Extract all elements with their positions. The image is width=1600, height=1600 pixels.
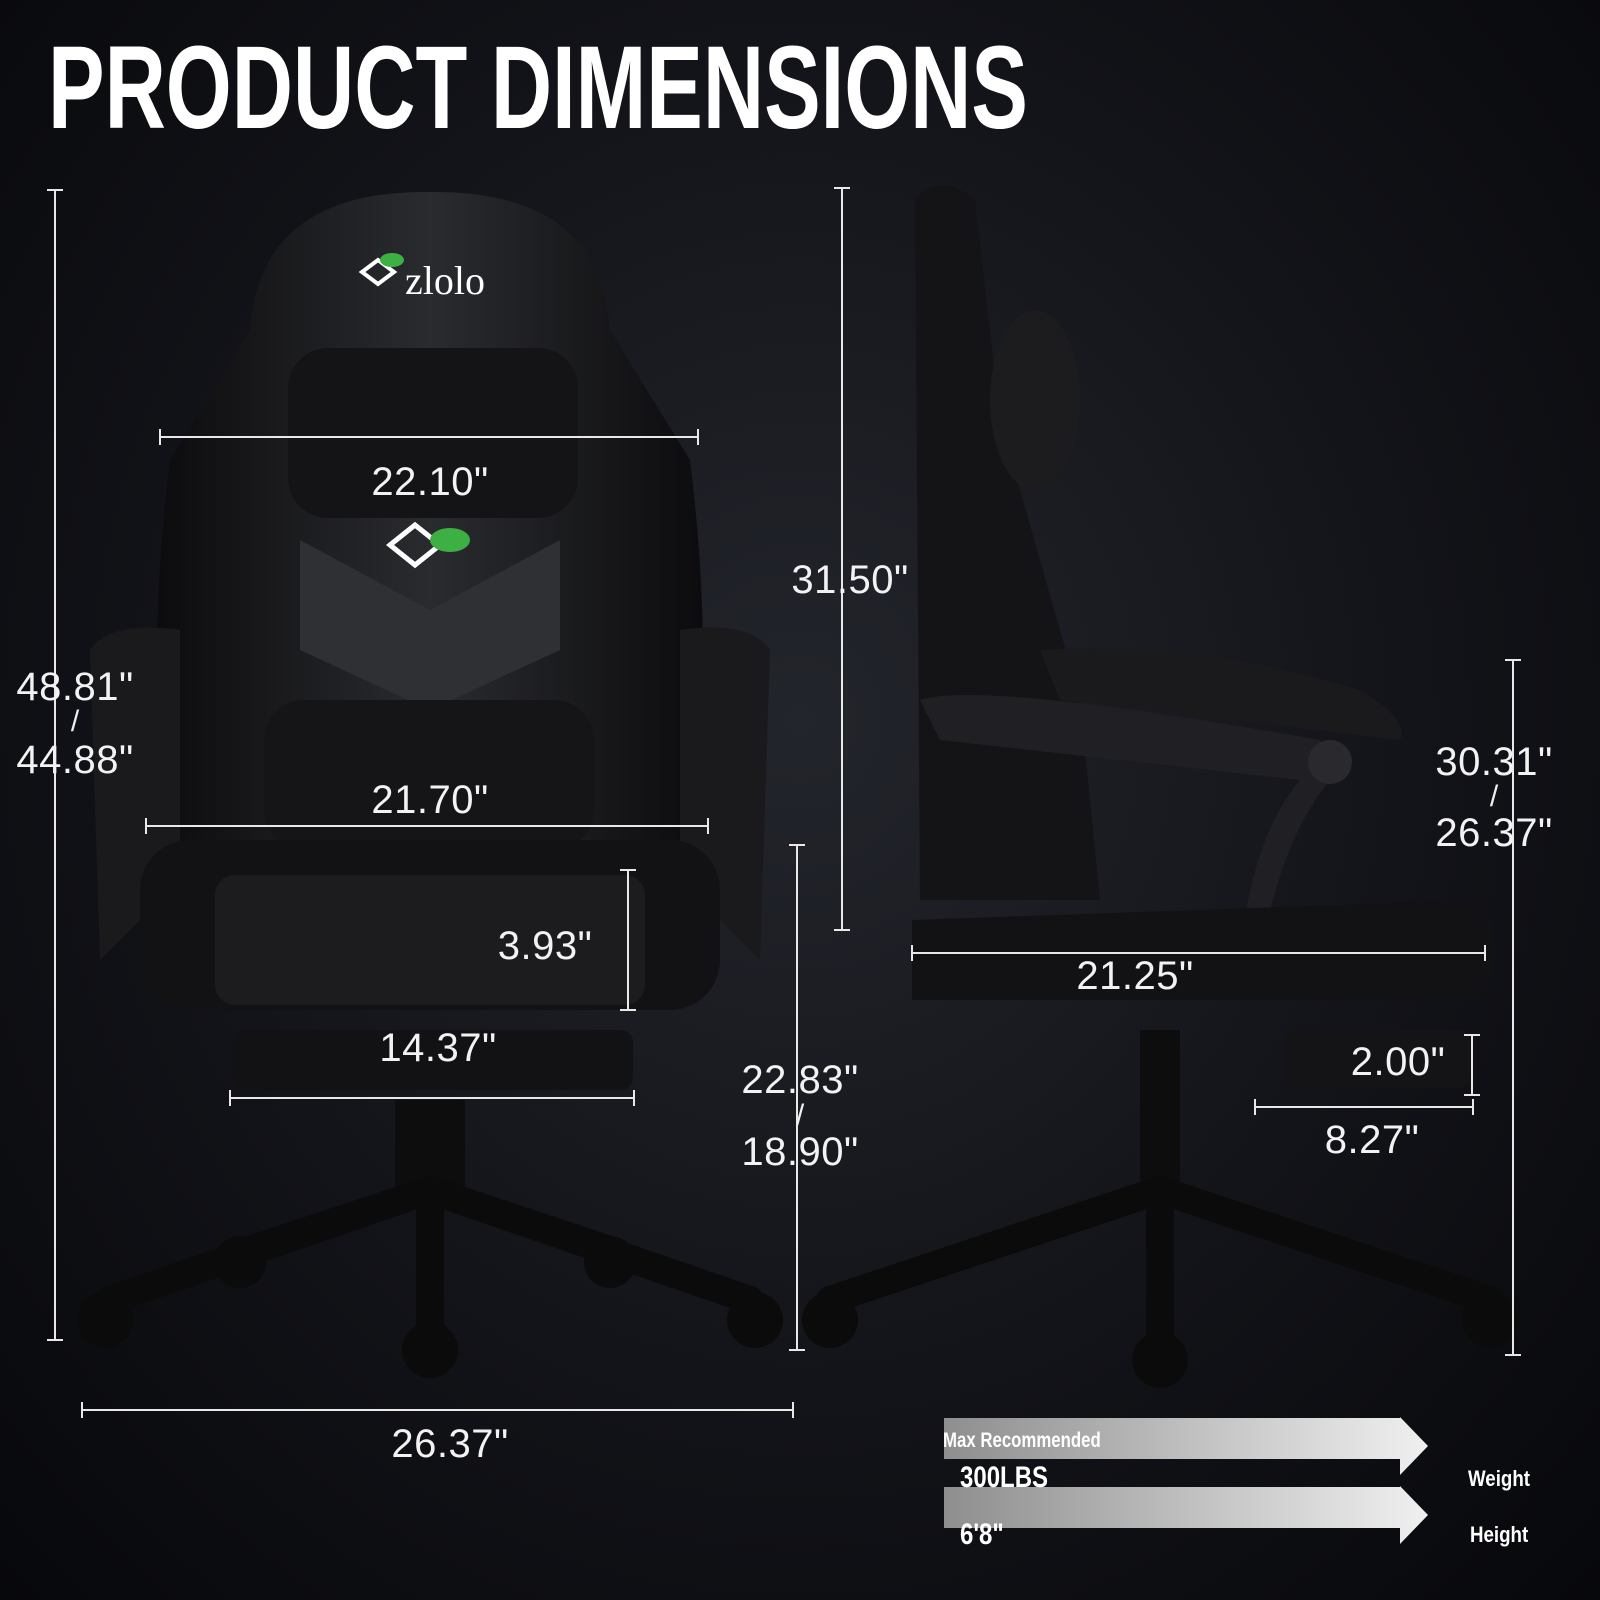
front-chair: zlolo [77, 191, 783, 1378]
base-width-label: 26.37" [391, 1422, 509, 1466]
armrest-height-min-label: 26.37" [1435, 811, 1553, 855]
backrest-height-label: 31.50" [791, 558, 909, 602]
height-label: Height [1470, 1522, 1529, 1547]
footrest-width-label: 14.37" [379, 1026, 497, 1070]
page-title: PRODUCT DIMENSIONS [48, 22, 1028, 154]
separator: / [795, 1099, 805, 1132]
brand-logo: zlolo [405, 258, 485, 303]
specs-heading: Max Recommended [943, 1429, 1101, 1452]
weight-label: Weight [1468, 1466, 1530, 1491]
separator: / [70, 705, 80, 738]
seat-height-min-label: 18.90" [741, 1130, 859, 1174]
seat-depth-label: 21.25" [1076, 954, 1194, 998]
footrest-depth-label: 8.27" [1324, 1118, 1420, 1162]
armrest-height-max-label: 30.31" [1435, 740, 1553, 784]
weight-value: 300LBS [960, 1461, 1049, 1494]
dimension-lines [47, 187, 1521, 1418]
seat-height-max-label: 22.83" [741, 1058, 859, 1102]
side-chair [802, 185, 1518, 1388]
spec-arrows [944, 1417, 1428, 1544]
total-height-max-label: 48.81" [16, 665, 134, 709]
backrest-width-label: 21.70" [371, 778, 489, 822]
separator: / [1489, 780, 1499, 813]
total-height-min-label: 44.88" [16, 738, 134, 782]
footrest-thickness-label: 2.00" [1350, 1040, 1446, 1084]
headrest-width-label: 22.10" [371, 460, 489, 504]
seat-thickness-label: 3.93" [497, 924, 593, 968]
height-value: 6'8" [960, 1518, 1004, 1551]
logo-icon [358, 253, 470, 569]
